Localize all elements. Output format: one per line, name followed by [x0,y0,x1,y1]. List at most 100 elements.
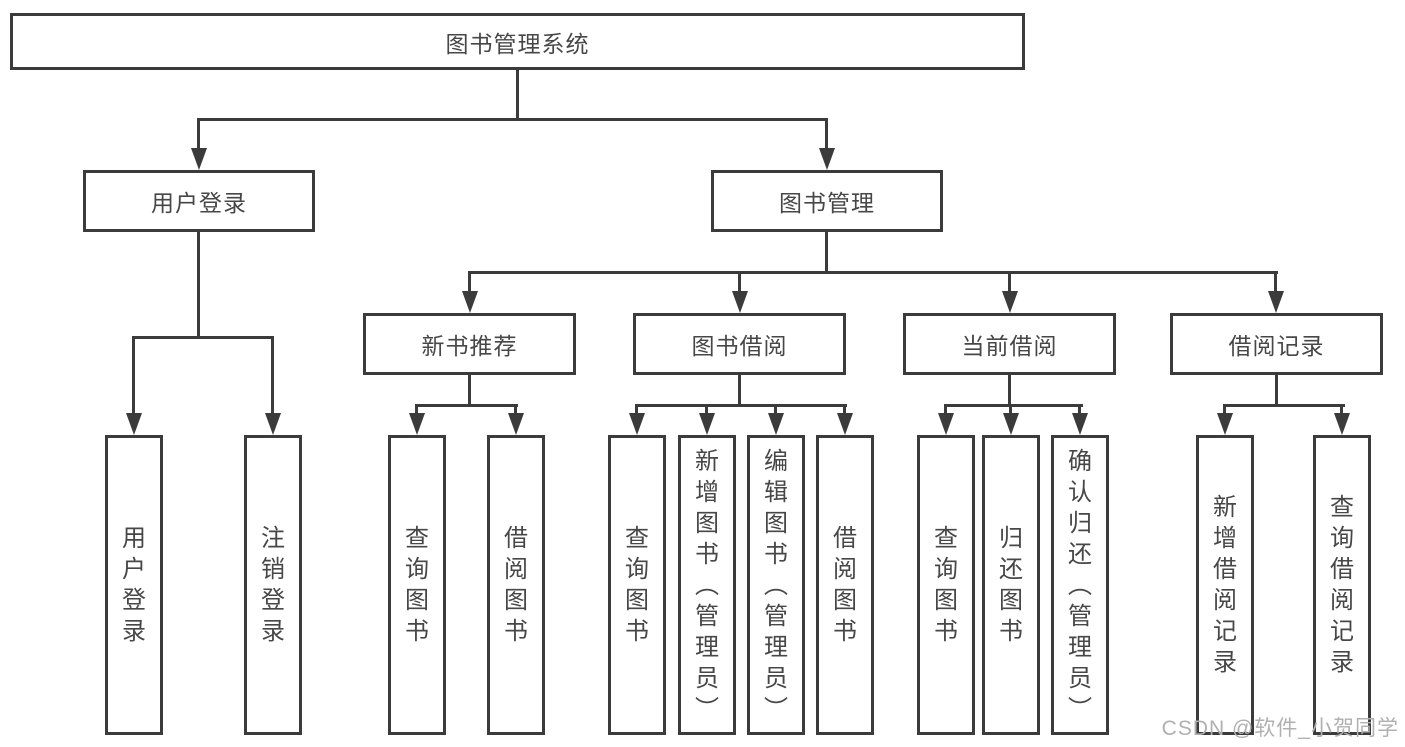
label-char: 注 [261,525,285,552]
label-char: 书 [695,540,719,568]
node-leaf-query-books-current: 查询图书 [917,435,975,735]
node-label: 注销登录 [261,523,285,647]
label-char: 登 [261,587,285,614]
connector-line [132,336,135,415]
label-char: 查 [1330,494,1354,521]
label-char: 录 [261,618,285,645]
node-label: 查询图书 [405,523,429,647]
label-char: 询 [934,556,958,583]
arrow-down-icon [819,148,835,170]
label-char: 新 [1213,494,1237,521]
node-label: 借阅图书 [504,523,528,647]
node-label: 借阅记录 [1228,333,1325,359]
connector-line [1223,404,1345,407]
label-char: 查 [625,525,649,552]
label-char: 增 [1213,525,1237,552]
label-char: 书 [504,618,528,645]
label-char: 阅 [1330,587,1354,614]
connector-line [468,374,471,404]
label-char: 图 [764,509,788,537]
label-char: 用 [122,525,146,552]
label-char: 还 [1068,540,1092,568]
connector-line [516,69,519,118]
connector-line [738,271,741,293]
connector-line [468,271,1278,274]
node-root: 图书管理系统 [10,13,1025,70]
connector-line [197,118,828,121]
node-label: 借阅图书 [833,523,857,647]
connector-line [825,232,828,271]
label-char: 图 [695,509,719,537]
connector-line [705,404,708,415]
label-char: 增 [695,478,719,506]
label-char: 借 [1213,556,1237,583]
node-leaf-logout: 注销登录 [244,435,302,735]
node-label: 新增借阅记录 [1213,492,1237,678]
arrow-down-icon [699,413,715,435]
label-char: 辑 [764,478,788,506]
label-char: 管 [764,602,788,630]
label-char: 询 [1330,525,1354,552]
label-char: 管 [695,602,719,630]
label-char: 录 [122,618,146,645]
label-char: 员 [764,664,788,692]
connector-line [944,404,1083,407]
arrow-down-icon [126,413,142,435]
arrow-down-icon [1003,413,1019,435]
connector-line [635,404,638,415]
label-char: ︵ [764,571,788,599]
connector-line [1223,404,1226,415]
arrow-down-icon [462,291,478,313]
label-char: 录 [1213,649,1237,676]
label-char: 归 [1068,509,1092,537]
connector-line [738,374,741,404]
node-leaf-return-book: 归还图书 [982,435,1040,735]
connector-line [197,118,200,150]
connector-line [825,118,828,150]
label-char: 书 [625,618,649,645]
node-current-borrow: 当前借阅 [903,313,1116,375]
label-char: 借 [504,525,528,552]
connector-line [468,271,471,293]
node-leaf-add-book-admin: 新增图书︵管理员︶ [678,435,736,735]
node-leaf-query-borrow-record: 查询借阅记录 [1313,435,1371,735]
node-book-borrow: 图书借阅 [633,313,846,375]
node-user-login: 用户登录 [83,170,315,232]
node-label: 归还图书 [999,523,1023,647]
node-new-book-recommend: 新书推荐 [363,313,576,375]
label-char: 员 [695,664,719,692]
label-char: 图 [405,587,429,614]
arrow-down-icon [508,413,524,435]
node-label: 用户登录 [151,190,247,216]
node-label: 新书推荐 [421,333,518,359]
node-leaf-user-login: 用户登录 [105,435,163,735]
node-label: 确认归还︵管理员︶ [1068,446,1092,725]
label-char: 询 [625,556,649,583]
arrow-down-icon [191,148,207,170]
connector-line [774,404,777,415]
label-char: ︶ [695,695,719,723]
arrow-down-icon [1217,413,1233,435]
label-char: 员 [1068,664,1092,692]
label-char: 记 [1213,618,1237,645]
connector-line [1008,271,1011,293]
node-leaf-query-books-recommend: 查询图书 [388,435,446,735]
connector-line [415,404,518,407]
node-leaf-query-books-borrow: 查询图书 [608,435,666,735]
label-char: 书 [999,618,1023,645]
label-char: 管 [1068,602,1092,630]
arrow-down-icon [768,413,784,435]
label-char: 理 [1068,633,1092,661]
connector-line [635,404,847,407]
label-char: 书 [934,618,958,645]
label-char: 书 [405,618,429,645]
node-leaf-add-borrow-record: 新增借阅记录 [1196,435,1254,735]
arrow-down-icon [732,291,748,313]
node-label: 图书管理 [779,190,875,216]
connector-line [1274,271,1277,293]
connector-line [1340,404,1343,415]
node-leaf-borrow-books-recommend: 借阅图书 [487,435,545,735]
label-char: 归 [999,525,1023,552]
label-char: 询 [405,556,429,583]
